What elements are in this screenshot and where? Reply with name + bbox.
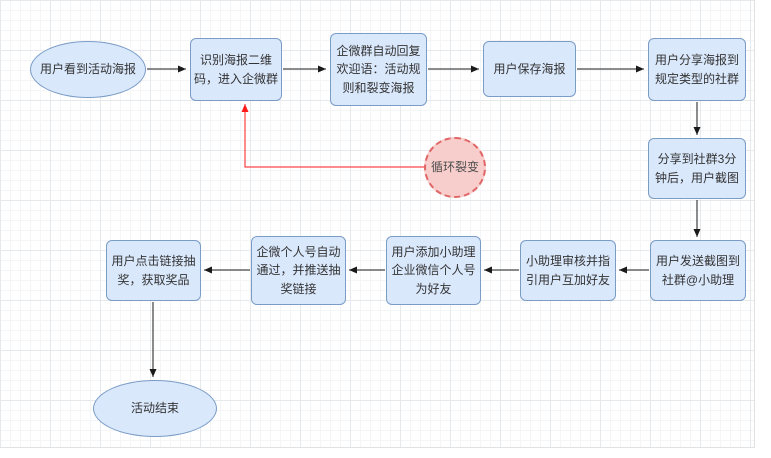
node-add-assistant[interactable]: 用户添加小助理企业微信个人号为好友 <box>386 236 481 305</box>
node-screenshot-wait[interactable]: 分享到社群3分钟后，用户截图 <box>648 138 746 199</box>
node-loop-fission[interactable]: 循环裂变 <box>424 137 486 198</box>
node-auto-pass[interactable]: 企微个人号自动通过，并推送抽奖链接 <box>251 236 346 305</box>
node-lottery[interactable]: 用户点击链接抽奖，获取奖品 <box>106 240 201 301</box>
node-auto-reply[interactable]: 企微群自动回复欢迎语：活动规则和裂变海报 <box>330 33 427 106</box>
node-assistant-review[interactable]: 小助理审核并指引用户互加好友 <box>520 240 616 301</box>
node-send-screenshot[interactable]: 用户发送截图到社群@小助理 <box>650 240 746 301</box>
node-scan-qr[interactable]: 识别海报二维码，进入企微群 <box>190 38 282 101</box>
node-end[interactable]: 活动结束 <box>93 380 217 437</box>
node-share-poster[interactable]: 用户分享海报到规定类型的社群 <box>648 38 746 101</box>
node-save-poster[interactable]: 用户保存海报 <box>483 41 576 97</box>
node-start[interactable]: 用户看到活动海报 <box>30 41 146 98</box>
